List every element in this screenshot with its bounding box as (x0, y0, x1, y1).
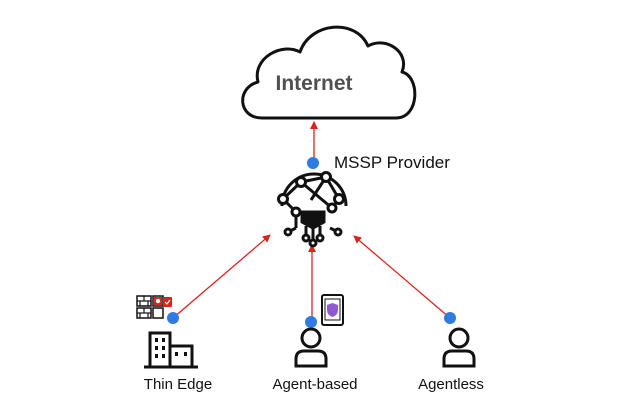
arrow-agentless-to-provider (353, 235, 451, 319)
connectors (172, 121, 451, 320)
agentless-dot (444, 312, 456, 324)
building-icon (144, 331, 198, 369)
firewall-app-icon (136, 295, 172, 319)
agent-based-label: Agent-based (272, 376, 358, 393)
user-icon-agentless (442, 327, 476, 368)
thin-edge-dot (167, 312, 179, 324)
agentless-label: Agentless (418, 376, 484, 393)
arrow-thin-edge-to-provider (172, 234, 271, 319)
mssp-provider-label: MSSP Provider (334, 153, 450, 172)
cloud-shape (241, 25, 417, 120)
thin-edge-label: Thin Edge (143, 376, 213, 393)
user-icon-agent-based (294, 327, 328, 368)
agent-based-dot (305, 316, 317, 328)
internet-label: Internet (275, 72, 353, 95)
network-hub-icon (277, 171, 348, 248)
provider-dot (307, 157, 319, 169)
tablet-shield-icon (321, 294, 344, 326)
